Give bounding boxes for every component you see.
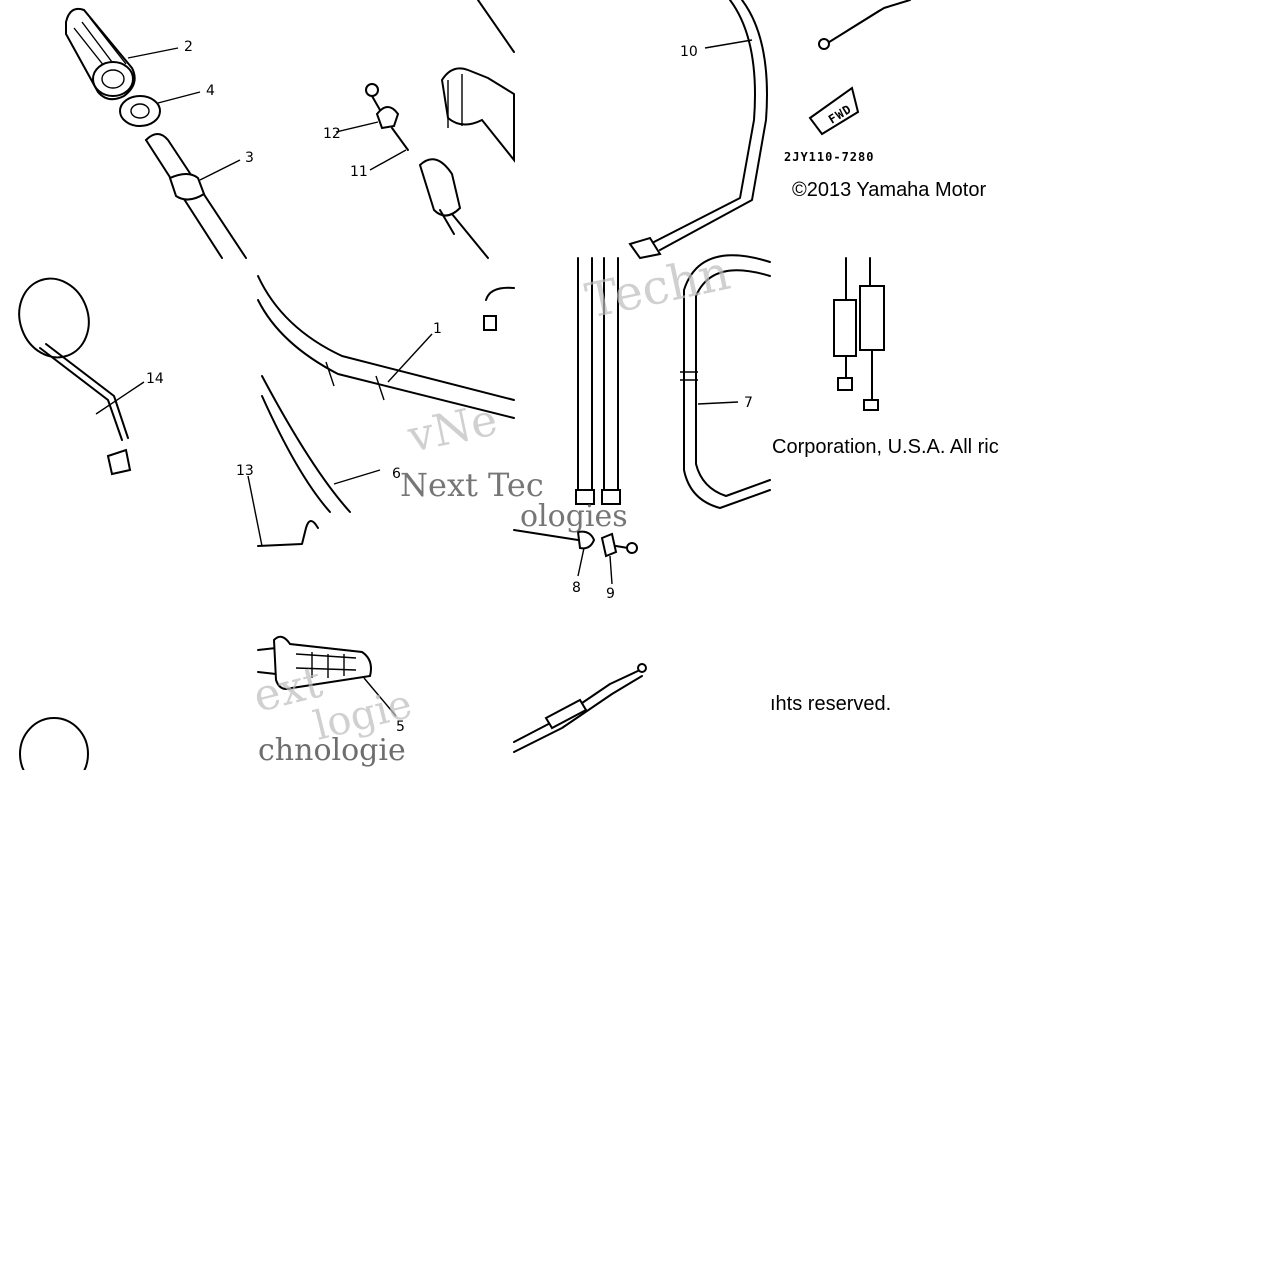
svg-text:Next Tec: Next Tec xyxy=(400,466,544,504)
grip-5 xyxy=(19,635,647,791)
callout-7: 7 xyxy=(744,395,753,411)
svg-text:ologies: ologies xyxy=(520,499,628,534)
cable-7 xyxy=(575,254,771,509)
copyright-part3: ıhts reserved. xyxy=(770,693,891,715)
throttle-housing xyxy=(335,0,515,259)
copyright-part1: ©2013 Yamaha Motor xyxy=(792,179,986,201)
callout-10: 10 xyxy=(680,44,698,60)
copyright-part2: Corporation, U.S.A. All ric xyxy=(772,436,999,458)
callout-13: 13 xyxy=(236,463,254,479)
svg-text:chnologie: chnologie xyxy=(258,733,406,768)
callout-9: 9 xyxy=(606,586,615,602)
callout-12: 12 xyxy=(323,126,341,142)
callout-11: 11 xyxy=(350,164,368,180)
svg-text:vNe: vNe xyxy=(403,394,502,463)
cable-10 xyxy=(628,0,911,260)
callout-3: 3 xyxy=(245,150,254,166)
callout-1: 1 xyxy=(433,321,442,337)
callout-6: 6 xyxy=(392,466,401,482)
adjuster-8-9 xyxy=(513,529,638,585)
fwd-arrow: FWD xyxy=(808,86,860,136)
callout-14: 14 xyxy=(146,371,164,387)
callout-8: 8 xyxy=(572,580,581,596)
grip-assembly-top xyxy=(65,7,247,259)
handlebar-1 xyxy=(247,275,515,547)
mirror-14 xyxy=(18,277,145,476)
callout-5: 5 xyxy=(396,719,405,735)
callout-4: 4 xyxy=(206,83,215,99)
callout-2: 2 xyxy=(184,39,193,55)
cable-ends xyxy=(833,257,885,411)
diagram-code: 2JY110-7280 xyxy=(784,150,874,164)
